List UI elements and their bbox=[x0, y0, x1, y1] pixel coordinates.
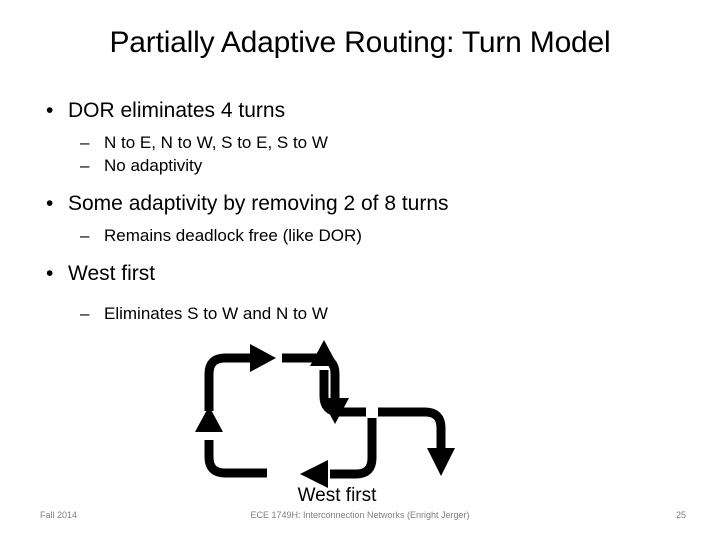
bullet-text: Remains deadlock free (like DOR) bbox=[104, 226, 362, 245]
turn-east-to-south-icon bbox=[378, 407, 446, 452]
spacer bbox=[28, 177, 692, 189]
arrowhead-left-icon bbox=[300, 460, 328, 488]
footer-date: Fall 2014 bbox=[40, 510, 78, 520]
page-title: Partially Adaptive Routing: Turn Model bbox=[109, 26, 611, 59]
bullet-marker: • bbox=[46, 192, 54, 215]
turn-south-to-west-icon bbox=[330, 418, 377, 479]
bullet-item-5: – Remains deadlock free (like DOR) bbox=[28, 224, 692, 247]
arrowhead-up-icon bbox=[310, 340, 338, 366]
bullet-item-7: – Eliminates S to W and N to W bbox=[28, 302, 692, 325]
spacer bbox=[28, 247, 692, 259]
turn-south-to-west-icon bbox=[204, 440, 267, 478]
slide-footer: Fall 2014 ECE 1749H: Interconnection Net… bbox=[0, 508, 720, 528]
bullet-marker: – bbox=[80, 156, 90, 175]
bullet-item-4: • Some adaptivity by removing 2 of 8 tur… bbox=[28, 189, 692, 218]
turn-north-to-east-icon bbox=[204, 353, 254, 411]
arrowhead-right-icon bbox=[250, 344, 276, 372]
footer-course: ECE 1749H: Interconnection Networks (Enr… bbox=[250, 510, 470, 520]
bullet-item-6: • West first bbox=[28, 259, 692, 288]
bullet-text: West first bbox=[68, 262, 156, 285]
bullet-marker: – bbox=[80, 226, 90, 245]
slide-body: • DOR eliminates 4 turns – N to E, N to … bbox=[28, 96, 692, 325]
bullet-marker: – bbox=[80, 304, 90, 323]
bullet-text: Some adaptivity by removing 2 of 8 turns bbox=[68, 192, 449, 215]
arrowhead-down-icon bbox=[427, 448, 455, 476]
bullet-item-3: – No adaptivity bbox=[28, 154, 692, 177]
bullet-marker: • bbox=[46, 99, 54, 122]
bullet-text: N to E, N to W, S to E, S to W bbox=[104, 133, 328, 152]
bullet-text: DOR eliminates 4 turns bbox=[68, 99, 286, 122]
diagram-caption: West first bbox=[297, 485, 377, 506]
bullet-text: No adaptivity bbox=[104, 156, 203, 175]
footer-slide-number: 25 bbox=[675, 510, 686, 520]
bullet-item-2: – N to E, N to W, S to E, S to W bbox=[28, 131, 692, 154]
bullet-item-1: • DOR eliminates 4 turns bbox=[28, 96, 692, 125]
spacer bbox=[28, 288, 692, 302]
bullet-marker: • bbox=[46, 262, 54, 285]
bullet-text: Eliminates S to W and N to W bbox=[104, 304, 328, 323]
turn-model-diagram bbox=[182, 336, 492, 488]
arrowhead-up-icon bbox=[195, 406, 223, 432]
turn-east-to-north-icon bbox=[319, 370, 366, 417]
bullet-marker: – bbox=[80, 133, 90, 152]
